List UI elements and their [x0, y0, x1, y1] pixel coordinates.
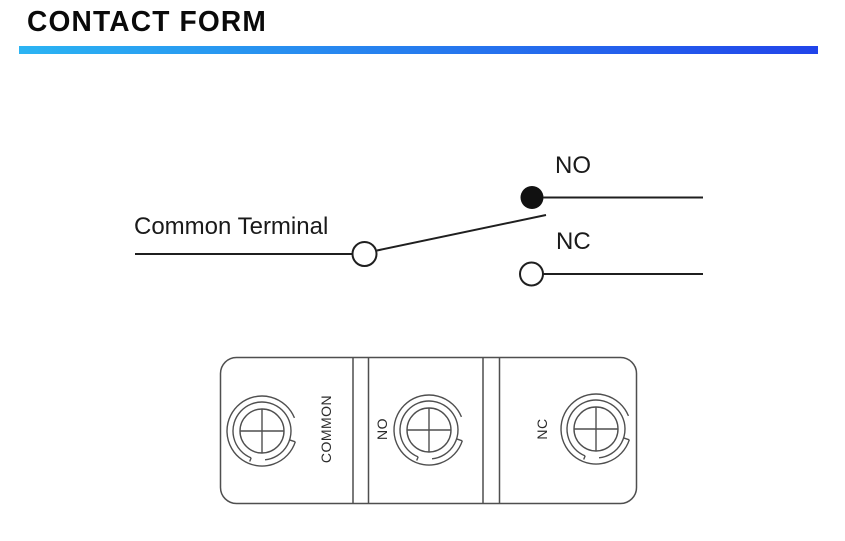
common-terminal-label: Common Terminal — [134, 213, 329, 240]
terminal-block-common-label: COMMON — [318, 394, 334, 464]
page-title: CONTACT FORM — [27, 6, 268, 38]
screw-middle-ring — [566, 399, 626, 459]
screw-middle-ring — [399, 400, 459, 460]
screw-ring-step — [456, 438, 463, 442]
terminal-block — [219, 356, 638, 505]
screw-ring-step — [289, 439, 296, 443]
nc-contact-circle — [519, 261, 544, 287]
no-contact-label: NO — [555, 152, 591, 179]
screw-ring-step — [623, 437, 630, 441]
screw-terminal-no — [393, 394, 463, 466]
switch-blade-line — [376, 214, 547, 252]
screw-cross-slot — [240, 409, 284, 453]
screw-cross-slot — [407, 408, 451, 452]
accent-gradient-rule — [19, 46, 818, 54]
screw-ring-step — [583, 455, 586, 460]
screw-outer-ring — [393, 394, 463, 466]
terminal-block-no-label: NO — [374, 418, 390, 440]
screw-ring-step — [249, 457, 252, 462]
screw-terminal-nc — [560, 393, 630, 465]
common-pivot-circle — [351, 241, 378, 267]
screw-outer-ring — [560, 393, 630, 465]
screw-middle-ring — [232, 401, 292, 461]
switch-schematic — [135, 186, 703, 287]
terminal-block-outline — [219, 356, 638, 505]
screw-ring-step — [416, 456, 419, 461]
screw-cross-slot — [574, 407, 618, 451]
screw-outer-ring — [226, 395, 296, 467]
no-contact-dot — [520, 186, 544, 209]
terminal-block-nc-label: NC — [534, 418, 550, 440]
screw-terminal-common — [226, 395, 296, 467]
nc-contact-label: NC — [556, 228, 591, 255]
